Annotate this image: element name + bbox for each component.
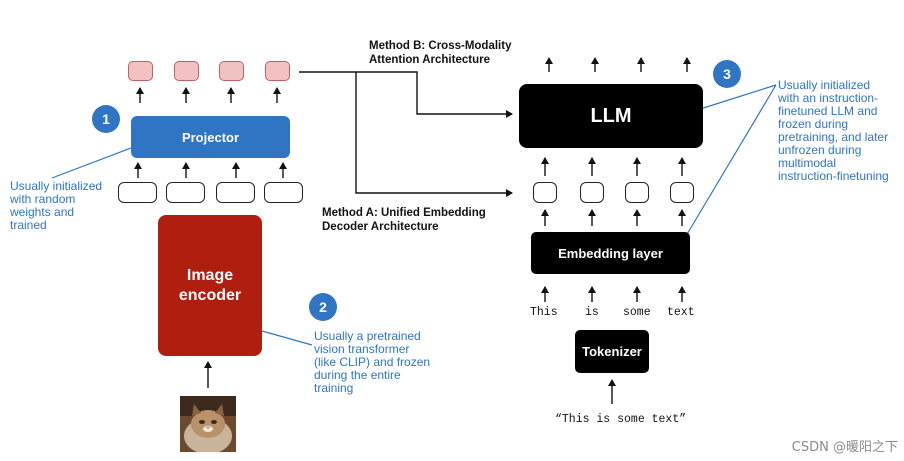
text-token-4 [670,182,694,203]
callout-line-llm [696,84,777,111]
text-token-3 [625,182,649,203]
llm-note-line: pretraining, and later [778,130,889,144]
watermark: CSDN @暖阳之下 [791,440,898,455]
projector-block: Projector [131,116,290,158]
encoder-note-line: vision transformer [314,342,410,356]
encoder-token-4 [264,182,303,203]
embedding-layer-block: Embedding layer [531,232,690,274]
token-word-this: This [530,306,558,319]
method-a-label: Method A: Unified Embedding Decoder Arch… [322,206,486,234]
callout-line-projector [51,147,132,179]
method-b-line1: Method B: Cross-Modality [369,40,512,52]
method-b-label: Method B: Cross-Modality Attention Archi… [369,39,511,67]
method-a-connector [355,72,513,197]
text-token-1 [533,182,557,203]
llm-label: LLM [590,104,632,127]
method-a-line2: Decoder Architecture [322,221,439,233]
input-text: “This is some text” [555,413,687,426]
method-b-connector [299,71,513,118]
token-word-some: some [623,306,651,319]
image-encoder-label-line1: Image [186,266,234,284]
encoder-token-1 [118,182,157,203]
image-output-token-2 [174,61,199,81]
badge-2: 2 [309,293,337,321]
text-token-2 [580,182,604,203]
token-word-text: text [667,306,695,319]
encoder-note-line: Usually a pretrained [314,329,421,343]
encoder-note: Usually a pretrained vision transformer … [314,330,430,395]
projector-note-line: with random [10,192,76,206]
projector-note-line: weights and [10,205,75,219]
projector-note-line: Usually initialized [10,179,103,193]
tokenizer-block: Tokenizer [575,330,649,373]
callout-line-embedding [679,84,777,247]
embedding-layer-label: Embedding layer [558,245,663,261]
llm-block: LLM [519,84,703,148]
input-cat-image [180,396,236,452]
encoder-note-line: during the entire [314,368,401,382]
method-b-line2: Attention Architecture [369,54,490,66]
image-output-token-3 [219,61,244,81]
encoder-token-3 [216,182,255,203]
projector-note-line: trained [10,218,47,232]
encoder-note-line: training [314,381,354,395]
llm-note-line: with an instruction- [778,91,879,105]
llm-note-line: Usually initialized [778,78,871,92]
llm-note-line: instruction-finetuning [778,169,889,183]
callout-line-encoder [261,330,313,346]
encoder-note-line: (like CLIP) and frozen [314,355,431,369]
badge-1: 1 [92,105,120,133]
method-a-line1: Method A: Unified Embedding [322,207,486,219]
token-word-is: is [585,306,599,319]
projector-note: Usually initialized with random weights … [10,180,102,232]
image-output-token-1 [128,61,153,81]
llm-note: Usually initialized with an instruction-… [778,79,889,183]
image-encoder-block: Image encoder [158,215,262,356]
encoder-token-2 [166,182,205,203]
tokenizer-label: Tokenizer [582,344,642,359]
projector-label: Projector [181,129,240,145]
image-output-token-4 [265,61,290,81]
llm-note-line: frozen during [778,117,849,131]
image-encoder-label-line2: encoder [178,286,242,304]
llm-note-line: multimodal [778,156,837,170]
badge-3: 3 [713,60,741,88]
llm-note-line: finetuned LLM and [778,104,878,118]
llm-note-line: unfrozen during [778,143,862,157]
